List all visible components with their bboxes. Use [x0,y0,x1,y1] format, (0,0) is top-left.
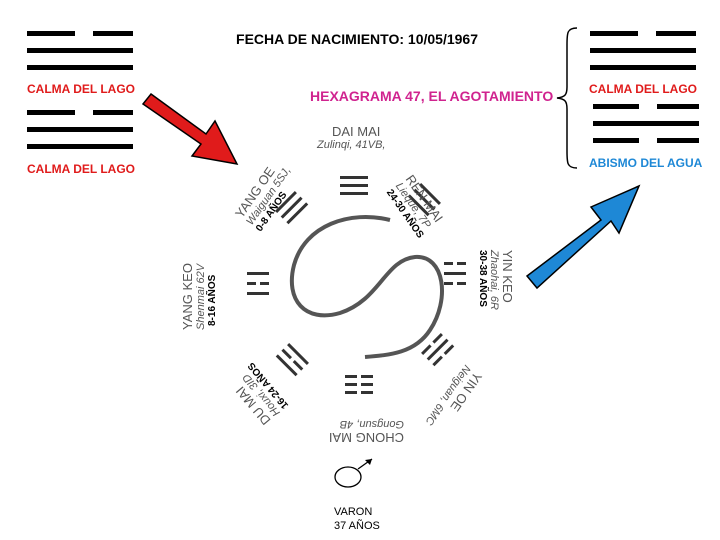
label-yin-keo: YIN KEO Zhaohai, 6R 30-38 AÑOS [477,250,515,310]
trigram-yin-keo [444,262,466,288]
label-yin-keo-point: Zhaohai, 6R [488,250,500,310]
left-bottom-trigram [27,110,133,152]
page-title: FECHA DE NACIMIENTO: 10/05/1967 [236,31,478,47]
brace-icon [556,27,578,169]
label-yin-keo-age: 30-38 AÑOS [477,250,488,307]
s-curve-icon [289,215,444,359]
male-symbol-icon [334,458,373,488]
label-yang-keo: YANG KEO Shenmai 62V 8-16 AÑOS [180,263,218,330]
label-yin-keo-name: YIN KEO [500,250,515,303]
trigram-chong-mai [345,375,373,395]
trigram-yang-keo [247,272,269,298]
person-sex: VARON [334,506,373,518]
right-top-trigram-label: CALMA DEL LAGO [589,82,697,96]
label-chong-mai-name: CHONG MAI [328,430,404,445]
label-yin-oe: YIN OE Neiguan, 6MC [423,363,485,436]
label-chong-mai: CHONG MAI Gongsun, 4B [329,418,404,445]
person-age: 37 AÑOS [334,520,380,532]
label-dai-mai-point: Zulinqi, 41VB, [317,139,386,151]
label-dai-mai: DAI MAI Zulinqi, 41VB, [317,124,385,151]
label-yang-keo-name: YANG KEO [180,263,195,330]
trigram-dai-mai [340,176,368,196]
label-chong-mai-point: Gongsun, 4B [339,418,404,430]
left-top-trigram [27,31,133,73]
red-arrow-icon [141,92,239,166]
right-bottom-trigram [593,104,699,146]
right-bottom-trigram-label: ABISMO DEL AGUA [589,156,703,170]
blue-arrow-icon [525,184,641,290]
label-dai-mai-name: DAI MAI [332,124,381,139]
right-top-trigram [590,31,696,73]
label-du-mai: DU MAI Houxi, 3ID 16-24 AÑOS [225,360,291,428]
label-yang-keo-point: Shenmai 62V [195,263,207,330]
hexagram-title: HEXAGRAMA 47, EL AGOTAMIENTO [310,88,554,104]
left-bottom-trigram-label: CALMA DEL LAGO [27,162,135,176]
left-top-trigram-label: CALMA DEL LAGO [27,82,135,96]
label-yang-keo-age: 8-16 AÑOS [207,274,218,326]
